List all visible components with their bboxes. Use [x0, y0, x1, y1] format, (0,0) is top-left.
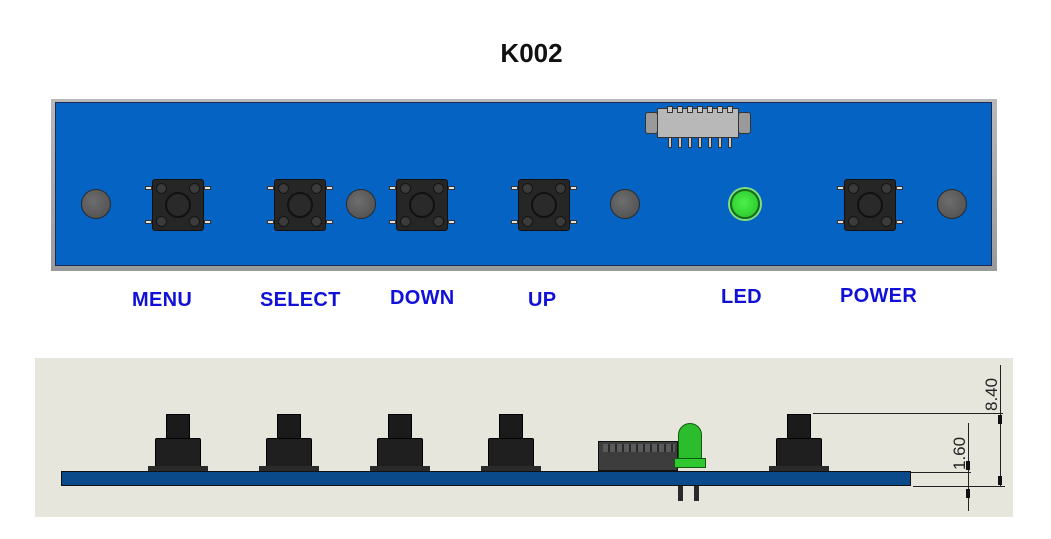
label-select: SELECT	[260, 289, 341, 311]
label-menu: MENU	[132, 289, 193, 311]
switch-cap-icon	[857, 192, 883, 218]
led-side-icon	[678, 423, 702, 461]
power-switch-top	[837, 179, 903, 231]
switch-cap-icon	[287, 192, 313, 218]
dim-arrow	[966, 461, 970, 470]
switch-cap-icon	[531, 192, 557, 218]
label-down: DOWN	[390, 287, 455, 309]
pcb-side-view	[61, 471, 911, 486]
dim-line-8-40	[1000, 365, 1001, 487]
led-icon	[730, 189, 760, 219]
led-leg	[678, 486, 683, 501]
down-switch-side	[370, 414, 430, 471]
side-view-panel	[35, 358, 1013, 517]
down-switch-top	[389, 179, 455, 231]
dim-arrow	[998, 476, 1002, 485]
select-switch-side	[259, 414, 319, 471]
menu-switch-top	[145, 179, 211, 231]
switch-cap-icon	[165, 192, 191, 218]
mounting-hole	[81, 189, 111, 219]
dim-arrow	[998, 415, 1002, 424]
dim-extension-board-bottom	[913, 486, 1005, 487]
led-side-rim	[674, 458, 706, 468]
connector-side	[598, 441, 678, 471]
mounting-hole	[937, 189, 967, 219]
dim-label-1-60: 1.60	[950, 436, 969, 470]
up-switch-side	[481, 414, 541, 471]
dim-arrow	[966, 489, 970, 498]
mounting-hole	[346, 189, 376, 219]
label-led: LED	[721, 286, 762, 308]
label-up: UP	[528, 289, 557, 311]
mounting-hole	[610, 189, 640, 219]
label-power: POWER	[840, 285, 918, 307]
dim-extension-top	[813, 413, 1003, 414]
diagram-title: K002	[500, 38, 563, 68]
switch-cap-icon	[409, 192, 435, 218]
dim-extension-board-top	[911, 472, 971, 473]
connector-top	[643, 104, 753, 150]
dim-label-8-40: 8.40	[982, 377, 1001, 411]
up-switch-top	[511, 179, 577, 231]
led-leg	[694, 486, 699, 501]
menu-switch-side	[148, 414, 208, 471]
power-switch-side	[769, 414, 829, 471]
select-switch-top	[267, 179, 333, 231]
